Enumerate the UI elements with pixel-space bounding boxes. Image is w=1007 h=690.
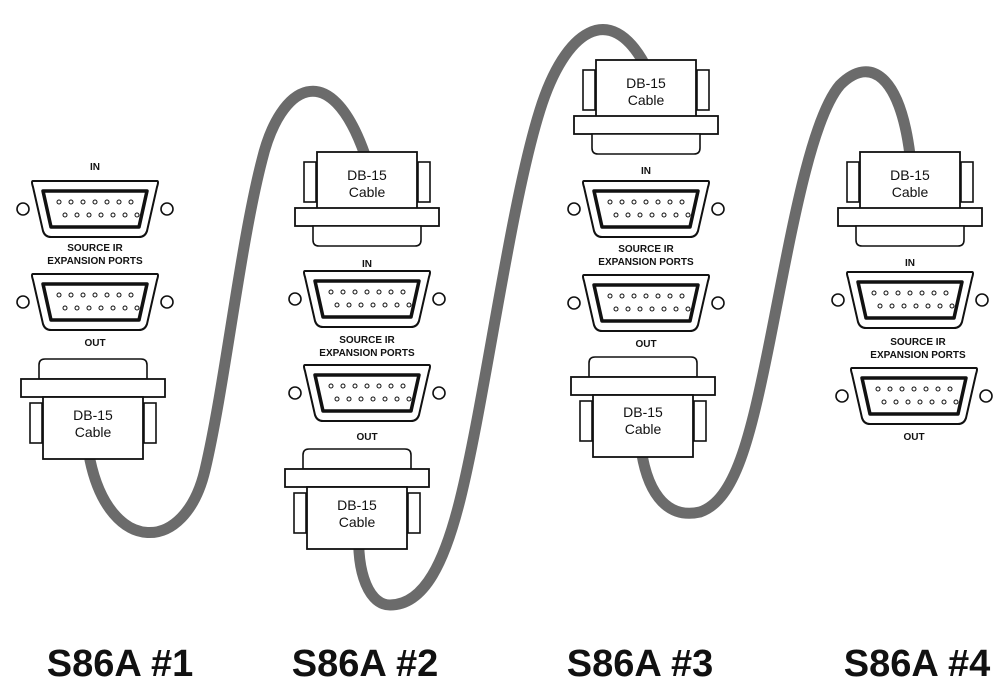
unit-1-in-port [15, 179, 175, 239]
unit-2-cable-top-line-1: DB-15 [347, 167, 387, 183]
unit-2-out-port [287, 363, 447, 423]
unit-2-name: S86A #2 [292, 643, 438, 685]
unit-1-cable-line-2: Cable [75, 424, 112, 440]
unit-3: DB-15 Cable IN SOURCE IR EXPANSION PORTS… [566, 59, 726, 685]
unit-3-in-port [566, 179, 726, 239]
unit-2-cable-top-line-2: Cable [349, 184, 386, 200]
unit-4-section-label-1: SOURCE IR [890, 337, 946, 348]
unit-1-section-label-2: EXPANSION PORTS [47, 256, 143, 267]
unit-4-out-label: OUT [903, 432, 924, 443]
unit-4-out-port [834, 366, 994, 426]
unit-4-cable-top-line-2: Cable [892, 184, 929, 200]
unit-2-section-label-2: EXPANSION PORTS [319, 348, 415, 359]
unit-2-in-label: IN [362, 259, 372, 270]
unit-3-cable-bottom-line-2: Cable [625, 421, 662, 437]
daisy-chain-cable [84, 24, 916, 611]
unit-3-in-label: IN [641, 166, 651, 177]
unit-4-section-label-2: EXPANSION PORTS [870, 350, 966, 361]
unit-2-cable-bottom-line-2: Cable [339, 514, 376, 530]
unit-1-section-label-1: SOURCE IR [67, 243, 123, 254]
unit-3-cable-bottom-line-1: DB-15 [623, 404, 663, 420]
unit-4-cable-top-line-1: DB-15 [890, 167, 930, 183]
unit-1-name: S86A #1 [47, 643, 193, 685]
unit-2: DB-15 Cable IN SOURCE IR EXPANSION PORTS… [284, 151, 447, 685]
unit-2-in-port [287, 269, 447, 329]
unit-2-cable-bottom-line-1: DB-15 [337, 497, 377, 513]
unit-3-section-label-1: SOURCE IR [618, 244, 674, 255]
unit-3-cable-top-line-2: Cable [628, 92, 665, 108]
unit-3-section-label-2: EXPANSION PORTS [598, 257, 694, 268]
unit-1-out-label: OUT [84, 338, 105, 349]
unit-1-out-port [15, 272, 175, 332]
unit-3-out-label: OUT [635, 339, 656, 350]
unit-1: IN SOURCE IR EXPANSION PORTS OUT DB-15 C… [15, 162, 193, 685]
unit-1-in-label: IN [90, 162, 100, 173]
unit-2-out-label: OUT [356, 432, 377, 443]
unit-3-out-port [566, 273, 726, 333]
unit-3-name: S86A #3 [567, 643, 713, 685]
unit-3-cable-top-line-1: DB-15 [626, 75, 666, 91]
unit-1-cable-line-1: DB-15 [73, 407, 113, 423]
unit-4-name: S86A #4 [844, 643, 990, 685]
unit-4-in-port [830, 270, 990, 330]
unit-2-section-label-1: SOURCE IR [339, 335, 395, 346]
unit-4: DB-15 Cable IN SOURCE IR EXPANSION PORTS… [830, 151, 994, 685]
unit-4-in-label: IN [905, 258, 915, 269]
